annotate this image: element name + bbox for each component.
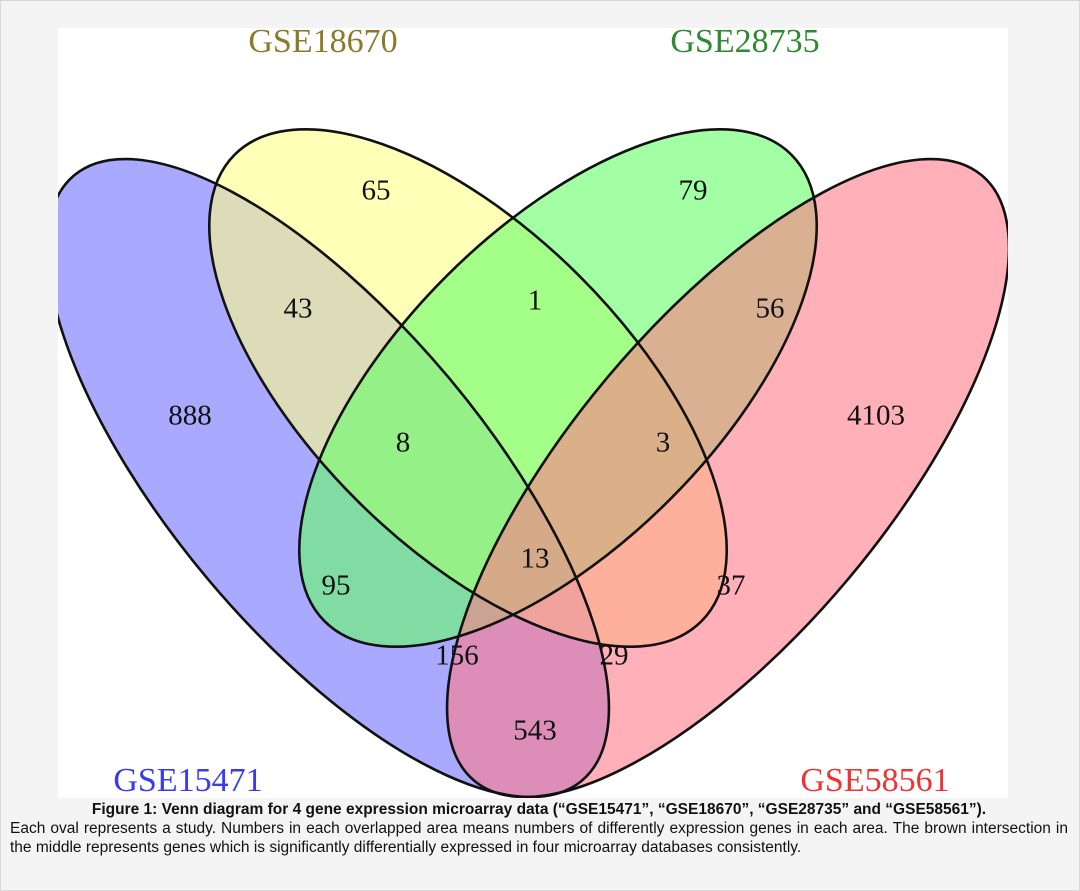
oval-gse58561 [447, 159, 1008, 797]
set-label-gse28735: GSE28735 [670, 28, 819, 60]
oval-gse28735 [299, 129, 817, 647]
figure-caption: Figure 1: Venn diagram for 4 gene expres… [10, 800, 1068, 857]
region-count-58561: 4103 [847, 400, 905, 432]
region-count-18670-28735-58561: 3 [656, 427, 671, 459]
region-count-15471-18670-58561: 29 [600, 640, 629, 672]
region-count-15471-58561: 543 [513, 715, 557, 747]
set-label-gse15471: GSE15471 [113, 762, 262, 798]
oval-outline-gse58561 [445, 157, 1008, 798]
region-count-15471-18670-28735: 8 [396, 427, 411, 459]
region-count-15471-28735: 95 [322, 570, 351, 602]
region-count-18670-28735: 1 [528, 285, 543, 317]
set-label-gse58561: GSE58561 [800, 762, 949, 798]
set-label-gse18670: GSE18670 [248, 28, 397, 60]
oval-outline-gse15471 [58, 157, 611, 798]
region-count-15471-18670-28735-58561: 13 [521, 543, 550, 575]
region-count-18670-58561: 37 [717, 570, 746, 602]
oval-outline-gse28735 [297, 127, 819, 649]
caption-body: Each oval represents a study. Numbers in… [10, 820, 1068, 856]
region-count-28735: 79 [679, 175, 708, 207]
oval-outline-gse18670 [207, 127, 729, 649]
region-count-15471-18670: 43 [284, 293, 313, 325]
region-count-28735-58561: 56 [756, 293, 785, 325]
region-count-15471-28735-58561: 156 [435, 640, 479, 672]
region-count-18670: 65 [362, 175, 391, 207]
region-count-15471: 888 [168, 400, 212, 432]
caption-title: Figure 1: Venn diagram for 4 gene expres… [91, 801, 987, 818]
